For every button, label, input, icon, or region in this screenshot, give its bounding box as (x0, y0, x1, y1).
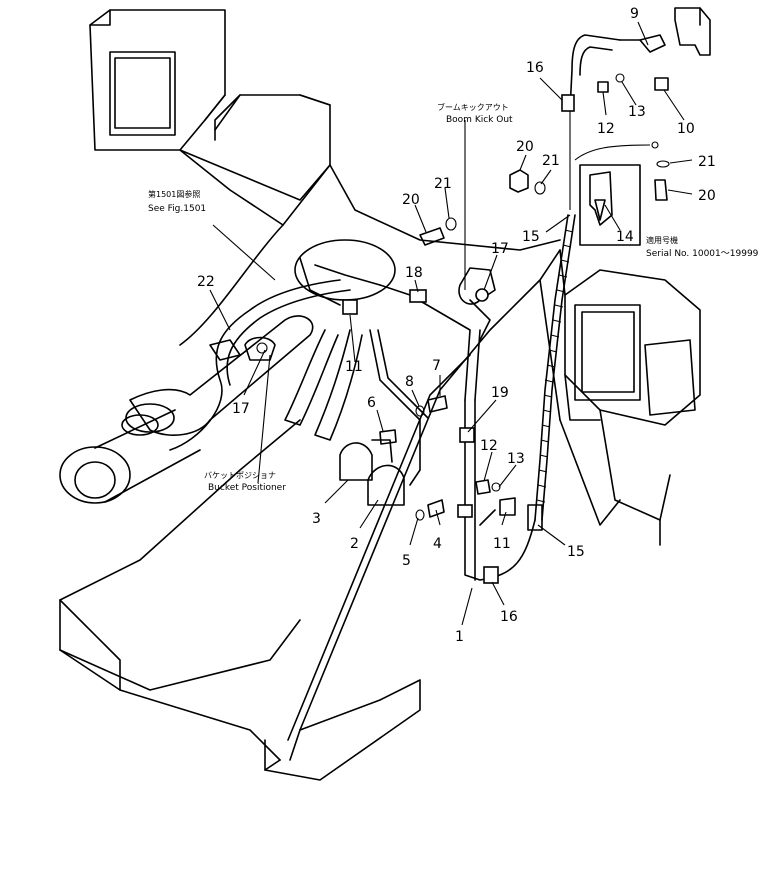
serial-note-jp: 適用号機 (646, 235, 678, 245)
callout-10: 10 (677, 121, 695, 137)
callout-1: 1 (455, 629, 464, 645)
callout-11: 11 (493, 536, 511, 552)
callout-17: 17 (232, 401, 250, 417)
notes: ブームキックアウト Boom Kick Out 第1501図参照 See Fig… (148, 102, 759, 493)
callout-4: 4 (433, 536, 442, 552)
callouts: 9 16 12 13 10 20 21 21 20 20 21 15 14 17… (197, 6, 716, 645)
callout-14: 14 (616, 229, 634, 245)
callout-20: 20 (698, 188, 716, 204)
callout-5: 5 (402, 553, 411, 569)
callout-6: 6 (367, 395, 376, 411)
hardware-parts (379, 7, 711, 531)
callout-21: 21 (434, 176, 452, 192)
callout-18: 18 (405, 265, 423, 281)
bucket-positioner-note-jp: バケットポジショナ (204, 471, 276, 480)
callout-15: 15 (522, 229, 540, 245)
callout-12: 12 (597, 121, 615, 137)
boom-kickout-note-en: Boom Kick Out (446, 115, 513, 125)
callout-3: 3 (312, 511, 321, 527)
callout-17: 17 (491, 241, 509, 257)
serial-note-en: Serial No. 10001～19999 (646, 249, 759, 259)
loader-frame (59, 9, 701, 781)
callout-7: 7 (432, 358, 441, 374)
wiring-harness (169, 34, 621, 584)
callout-13: 13 (628, 104, 646, 120)
leader-lines (209, 21, 693, 626)
callout-12: 12 (480, 438, 498, 454)
see-fig-note-jp: 第1501図参照 (148, 189, 200, 199)
bucket-positioner-note-en: Bucket Positioner (208, 483, 286, 493)
callout-19: 19 (491, 385, 509, 401)
callout-20: 20 (402, 192, 420, 208)
callout-15: 15 (567, 544, 585, 560)
callout-9: 9 (630, 6, 639, 22)
see-fig-note-en: See Fig.1501 (148, 204, 206, 214)
callout-16: 16 (526, 60, 544, 76)
callout-16: 16 (500, 609, 518, 625)
callout-21: 21 (698, 154, 716, 170)
boom-kickout-note-jp: ブームキックアウト (437, 102, 509, 112)
callout-21: 21 (542, 153, 560, 169)
callout-2: 2 (350, 536, 359, 552)
callout-20: 20 (516, 139, 534, 155)
callout-11: 11 (345, 359, 363, 375)
callout-8: 8 (405, 374, 414, 390)
callout-13: 13 (507, 451, 525, 467)
callout-22: 22 (197, 274, 215, 290)
